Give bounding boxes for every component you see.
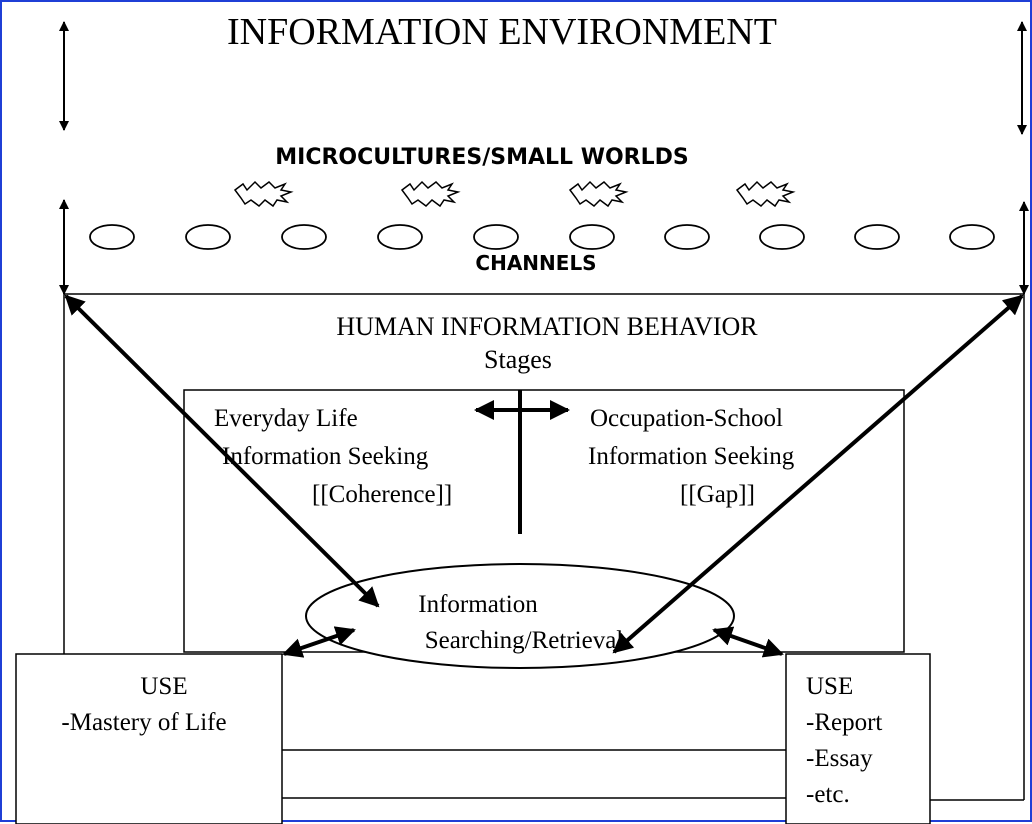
occupation-line1: Occupation-School bbox=[590, 405, 783, 432]
use-right-arrow bbox=[712, 626, 784, 658]
use-left-line1: USE bbox=[140, 673, 187, 700]
use-right-line3: -Essay bbox=[806, 745, 873, 772]
occupation-line3: [[Gap]] bbox=[680, 481, 755, 508]
channel-oval bbox=[854, 224, 900, 250]
starburst-row bbox=[233, 180, 796, 208]
everyday-line2: Information Seeking bbox=[222, 443, 429, 470]
diagonal-arrow-left bbox=[64, 294, 380, 608]
starburst-icon bbox=[233, 180, 294, 208]
channel-oval bbox=[759, 224, 805, 250]
use-left-box bbox=[15, 653, 283, 824]
channel-oval bbox=[377, 224, 423, 250]
use-right-box bbox=[785, 653, 931, 824]
searching-line2: Searching/Retrieval bbox=[425, 627, 624, 654]
everyday-line3: [[Coherence]] bbox=[312, 481, 452, 508]
starburst-icon bbox=[568, 180, 629, 208]
use-right-line4: -etc. bbox=[806, 781, 850, 808]
channel-oval bbox=[281, 224, 327, 250]
starburst-icon bbox=[400, 180, 461, 208]
channel-oval bbox=[949, 224, 995, 250]
diagram-title: INFORMATION ENVIRONMENT bbox=[227, 11, 777, 53]
use-right-line2: -Report bbox=[806, 709, 882, 736]
hib-subtitle: Stages bbox=[484, 345, 552, 374]
channel-oval bbox=[185, 224, 231, 250]
occupation-line2: Information Seeking bbox=[588, 443, 795, 470]
microcultures-label: MICROCULTURES/SMALL WORLDS bbox=[275, 145, 688, 170]
starburst-icon bbox=[735, 180, 796, 208]
channels-label: CHANNELS bbox=[475, 251, 596, 275]
channel-oval bbox=[473, 224, 519, 250]
use-left-line2: -Mastery of Life bbox=[61, 709, 226, 736]
channel-oval bbox=[664, 224, 710, 250]
channel-oval bbox=[569, 224, 615, 250]
channel-oval bbox=[89, 224, 135, 250]
everyday-line1: Everyday Life bbox=[214, 405, 358, 432]
hib-title: HUMAN INFORMATION BEHAVIOR bbox=[336, 312, 758, 341]
use-right-line1: USE bbox=[806, 673, 853, 700]
use-left-arrow bbox=[282, 626, 356, 658]
searching-line1: Information bbox=[418, 591, 538, 618]
diagonal-arrow-right bbox=[612, 294, 1024, 654]
channel-ovals bbox=[89, 224, 995, 250]
